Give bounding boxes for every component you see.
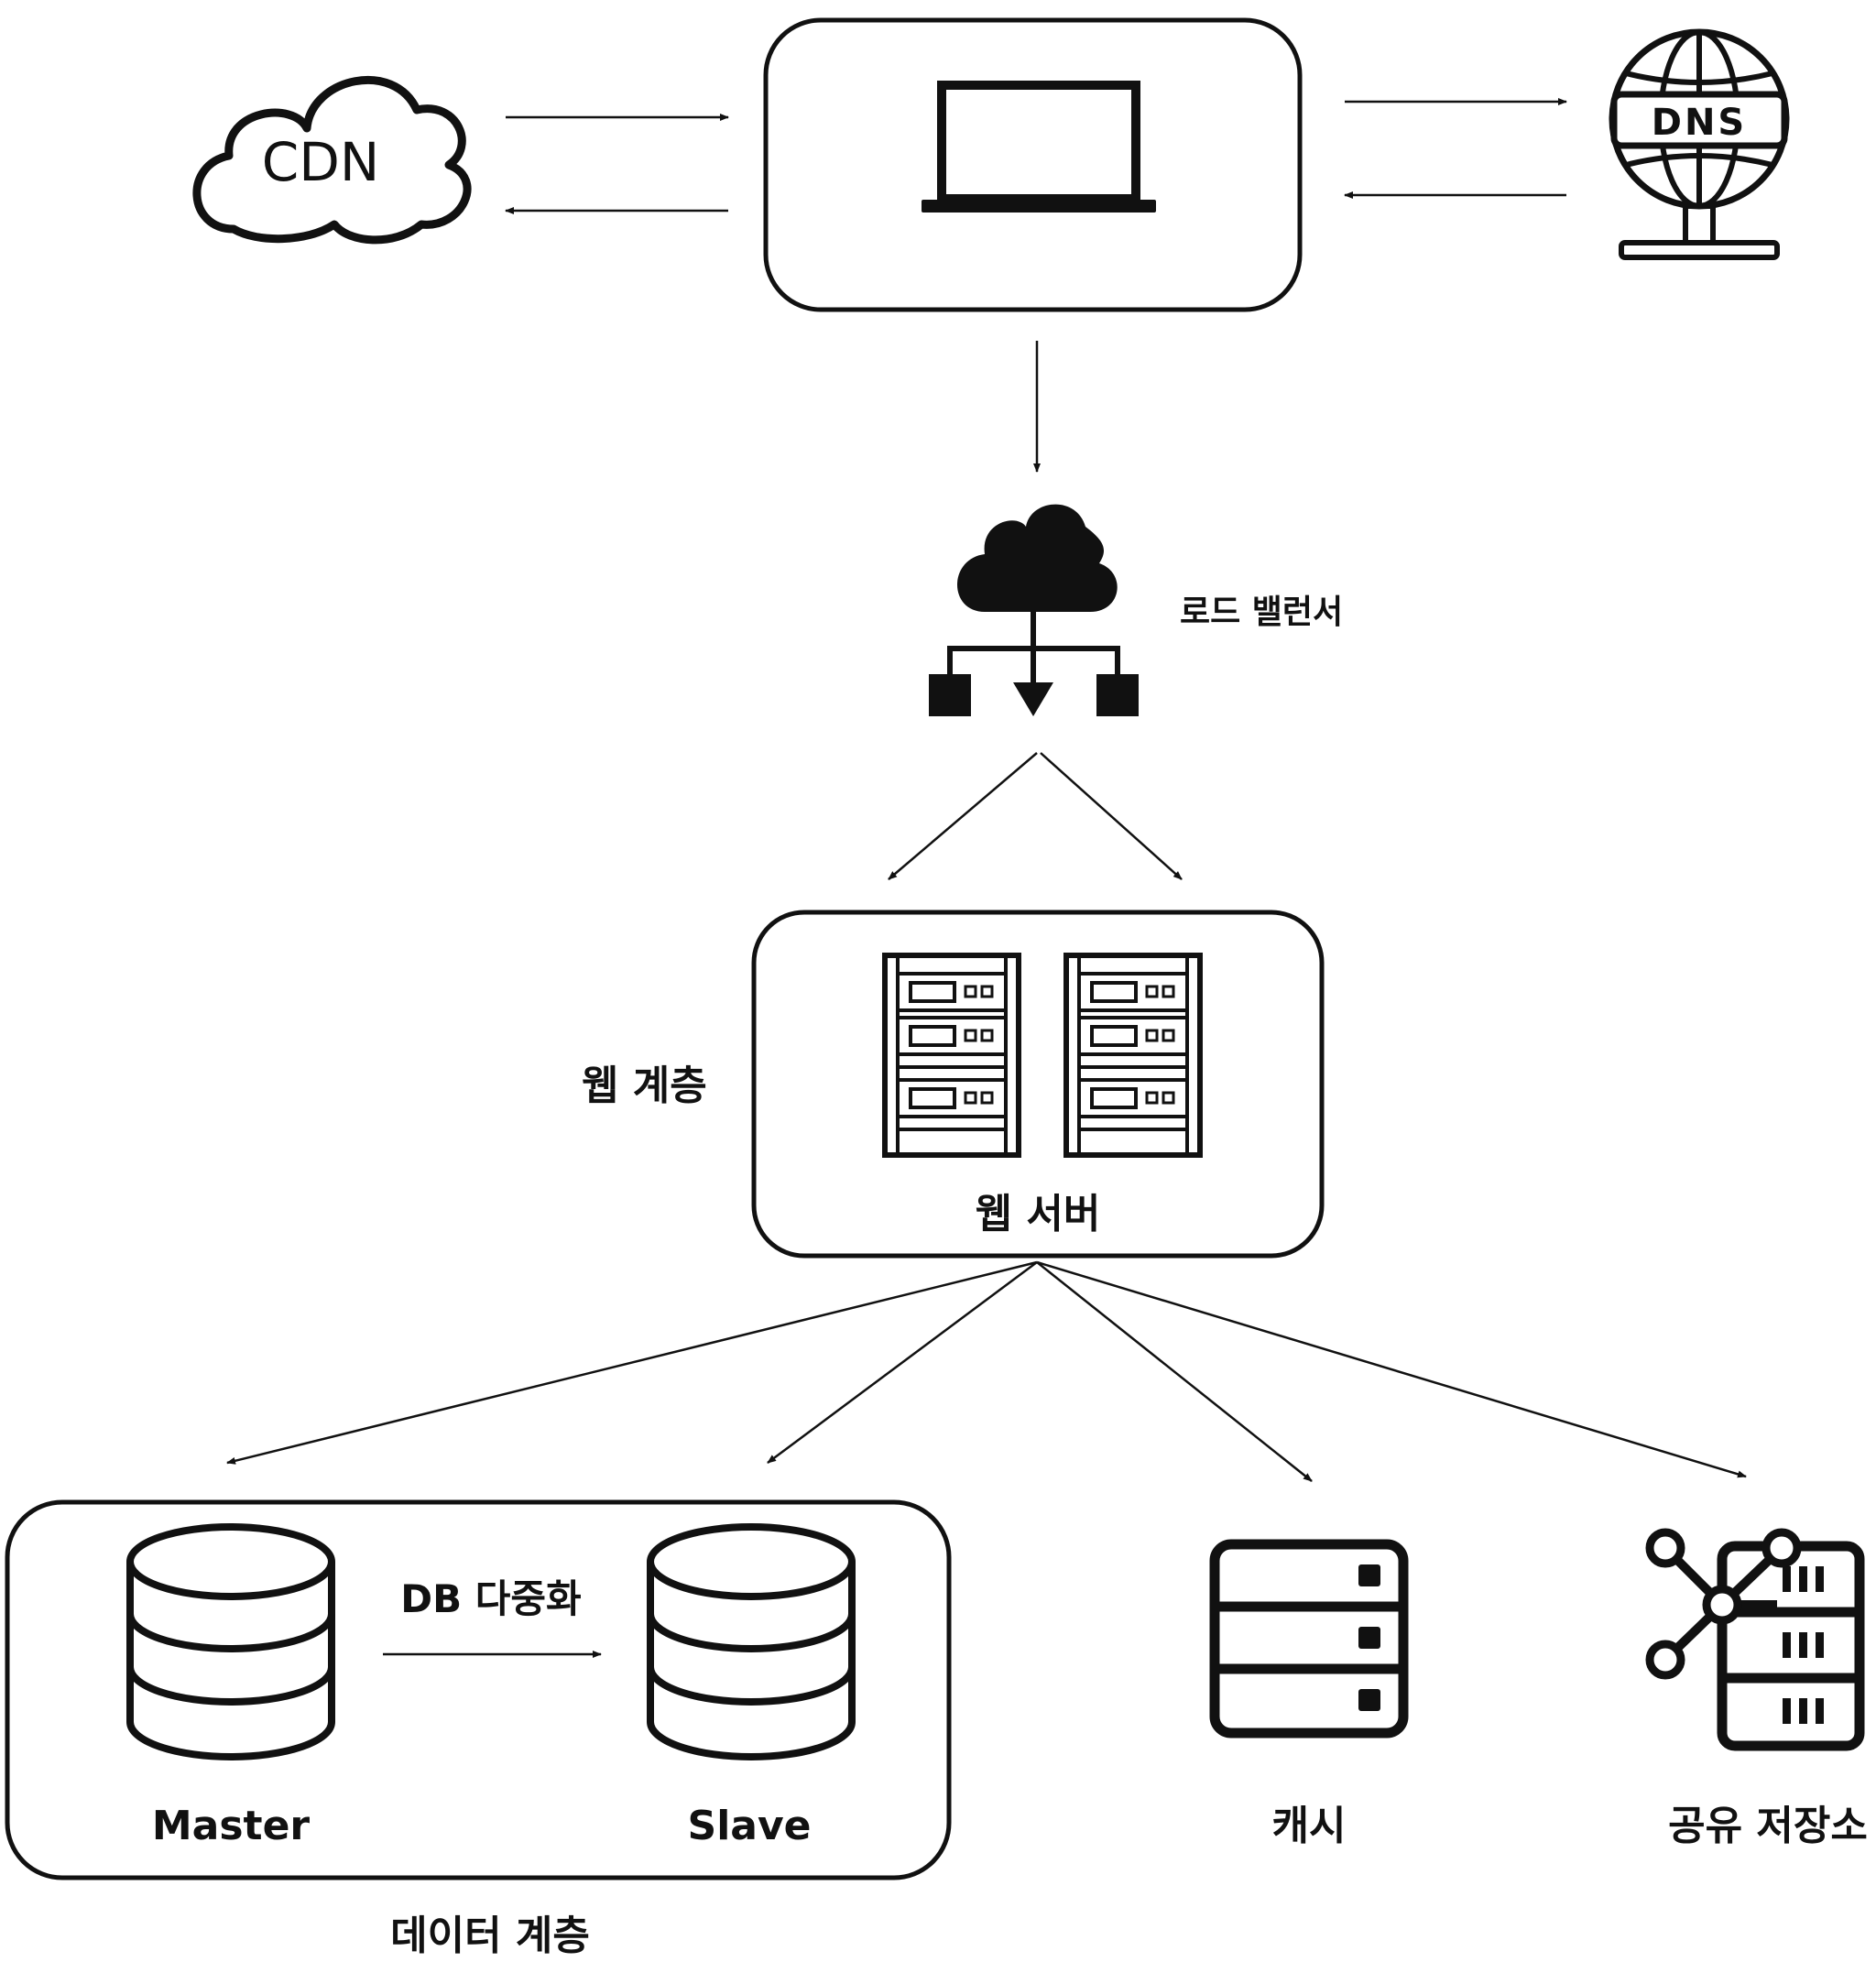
master-label: Master (152, 1803, 311, 1849)
server-icon (1209, 1539, 1409, 1739)
arrow-lb-to-web-right (1040, 752, 1183, 880)
load-balancer-label: 로드 밸런서 (1180, 594, 1343, 631)
web-server-label: 웹 서버 (976, 1191, 1101, 1237)
arrow-web-to-master (226, 1260, 1038, 1465)
server-rack-icon (882, 953, 1021, 1158)
laptop-icon (922, 81, 1156, 213)
web-tier-box (751, 910, 1325, 1259)
arrow-web-to-cache (1036, 1261, 1313, 1482)
web-tier-label: 웹 계층 (582, 1063, 707, 1109)
arrow-lb-to-web-left (888, 752, 1038, 880)
arrow-web-to-storage (1036, 1260, 1747, 1478)
data-tier-box (5, 1499, 952, 1880)
globe-network-icon: DNS (1609, 28, 1790, 260)
cloud-network-icon (929, 504, 1139, 716)
client-box (763, 17, 1303, 312)
server-rack-icon (1063, 953, 1203, 1158)
arrow-web-to-slave (767, 1260, 1038, 1465)
db-replication-label: DB 다중화 (400, 1576, 581, 1621)
shared-storage-label: 공유 저장소 (1668, 1803, 1868, 1849)
slave-label: Slave (688, 1803, 812, 1849)
storage-network-icon (1645, 1528, 1865, 1751)
dns-label: DNS (1652, 102, 1748, 144)
cdn-label: CDN (262, 131, 380, 193)
database-icon (126, 1523, 335, 1760)
cloud-icon: CDN (192, 75, 472, 245)
data-tier-label: 데이터 계층 (390, 1913, 590, 1959)
database-icon (647, 1523, 856, 1760)
cache-label: 캐시 (1272, 1803, 1347, 1849)
